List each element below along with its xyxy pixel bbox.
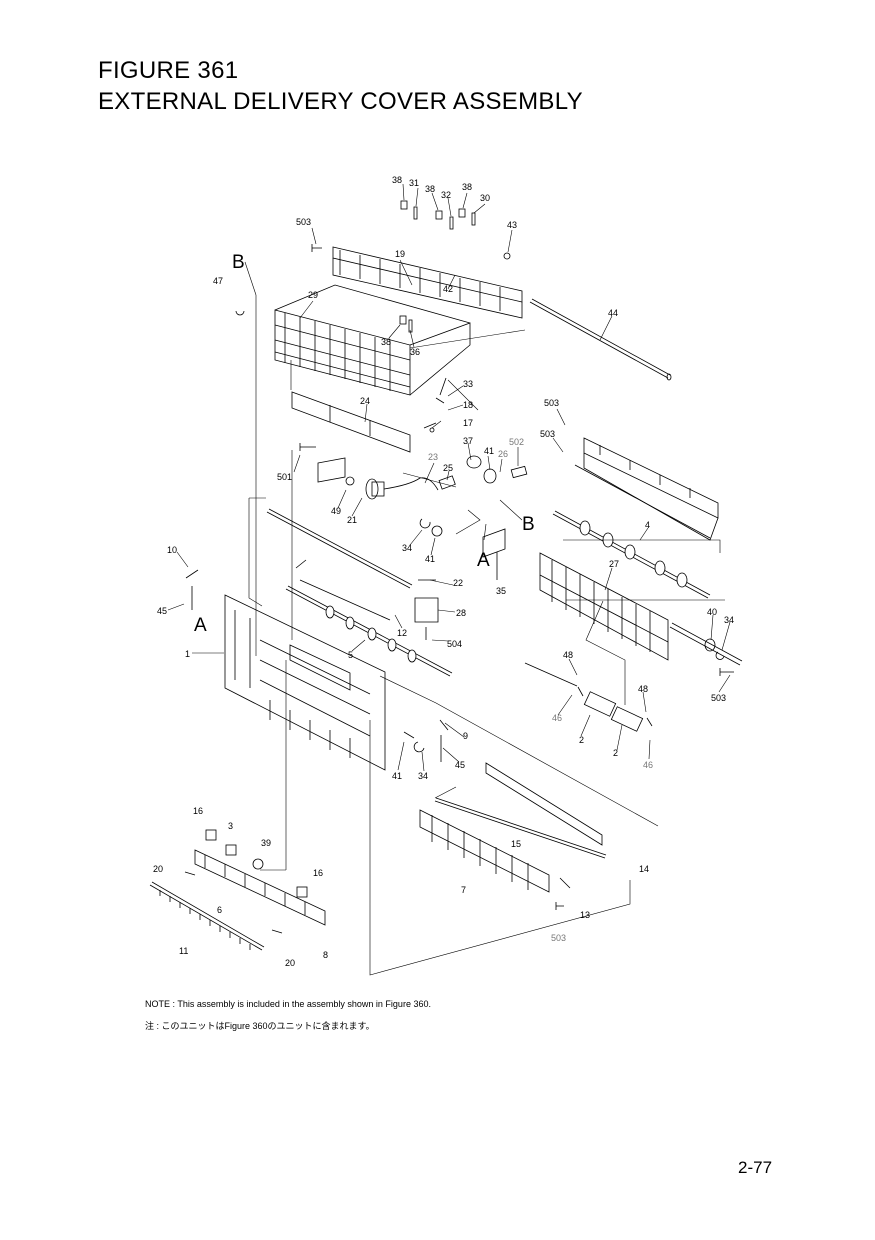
callout-34: 34 <box>724 615 734 625</box>
callout-21: 21 <box>347 515 357 525</box>
callout-30: 30 <box>480 193 490 203</box>
callout-34: 34 <box>402 543 412 553</box>
callout-48: 48 <box>563 650 573 660</box>
callout-4: 4 <box>645 520 650 530</box>
callout-17: 17 <box>463 418 473 428</box>
callout-503: 503 <box>296 217 311 227</box>
callout-43: 43 <box>507 220 517 230</box>
upper-guide-29 <box>274 284 471 396</box>
main-frame-1 <box>224 594 386 771</box>
callout-14: 14 <box>639 864 649 874</box>
callout-12: 12 <box>397 628 407 638</box>
callout-22: 22 <box>453 578 463 588</box>
rollers-2 <box>524 662 653 732</box>
callout-501: 501 <box>277 472 292 482</box>
callout-40: 40 <box>707 607 717 617</box>
callout-35: 35 <box>496 586 506 596</box>
callout-29: 29 <box>308 290 318 300</box>
callout-33: 33 <box>463 379 473 389</box>
connection-lines <box>244 261 725 976</box>
callout-26: 26 <box>498 449 508 459</box>
right-frame-top <box>574 437 719 541</box>
lower-left-assembly <box>149 829 326 951</box>
callout-1: 1 <box>185 649 190 659</box>
callout-20: 20 <box>285 958 295 968</box>
page-number: 2-77 <box>738 1158 773 1177</box>
figure-number: FIGURE 361 <box>98 57 239 84</box>
callout-46: 46 <box>552 713 562 723</box>
callout-3: 3 <box>228 821 233 831</box>
callout-32: 32 <box>441 190 451 200</box>
lower-guide-14 <box>419 762 607 910</box>
callout-7: 7 <box>461 885 466 895</box>
shaft-5 <box>285 585 453 677</box>
callout-38: 38 <box>425 184 435 194</box>
callout-24: 24 <box>360 396 370 406</box>
callout-19: 19 <box>395 249 405 259</box>
callout-B: B <box>522 514 535 535</box>
callout-13: 13 <box>580 910 590 920</box>
callout-11: 11 <box>179 946 188 956</box>
callout-46: 46 <box>643 760 653 770</box>
callout-36: 36 <box>410 347 420 357</box>
shaft-12 <box>266 508 439 640</box>
sheet-24 <box>291 391 411 453</box>
callout-16: 16 <box>193 806 203 816</box>
callout-47: 47 <box>213 276 223 286</box>
callout-503: 503 <box>540 429 555 439</box>
callout-9: 9 <box>463 731 468 741</box>
callout-45: 45 <box>455 760 465 770</box>
callout-38: 38 <box>381 337 391 347</box>
callout-42: 42 <box>443 284 453 294</box>
note-english: NOTE : This assembly is included in the … <box>145 999 431 1009</box>
callout-23: 23 <box>428 452 438 462</box>
callout-18: 18 <box>463 400 473 410</box>
callout-5: 5 <box>348 650 353 660</box>
callout-10: 10 <box>167 545 177 555</box>
roller-shaft-4 <box>552 510 711 599</box>
callout-28: 28 <box>456 608 466 618</box>
callout-34: 34 <box>418 771 428 781</box>
callout-41: 41 <box>425 554 435 564</box>
callout-16: 16 <box>313 868 323 878</box>
callout-503: 503 <box>551 933 566 943</box>
callout-38: 38 <box>392 175 402 185</box>
callout-31: 31 <box>409 178 419 188</box>
callout-A: A <box>194 615 207 636</box>
callout-49: 49 <box>331 506 341 516</box>
callout-8: 8 <box>323 950 328 960</box>
callout-39: 39 <box>261 838 271 848</box>
callout-25: 25 <box>443 463 453 473</box>
callout-41: 41 <box>484 446 494 456</box>
guide-27 <box>539 552 743 676</box>
callout-A: A <box>477 550 490 571</box>
callout-20: 20 <box>153 864 163 874</box>
callout-15: 15 <box>511 839 521 849</box>
left-parts-10-45 <box>185 569 449 762</box>
callout-leaders <box>167 183 731 772</box>
callout-502: 502 <box>509 437 524 447</box>
callout-41: 41 <box>392 771 402 781</box>
callout-504: 504 <box>447 639 462 649</box>
center-small-parts <box>299 377 528 580</box>
callout-2: 2 <box>579 735 584 745</box>
callout-6: 6 <box>217 905 222 915</box>
callout-503: 503 <box>711 693 726 703</box>
callout-B: B <box>232 252 245 273</box>
callout-503: 503 <box>544 398 559 408</box>
callout-2: 2 <box>613 748 618 758</box>
callout-48: 48 <box>638 684 648 694</box>
callout-37: 37 <box>463 436 473 446</box>
note-japanese: 注 : このユニットはFigure 360のユニットに含まれます。 <box>145 1021 375 1031</box>
callout-27: 27 <box>609 559 619 569</box>
rod-44 <box>529 298 672 381</box>
callout-38: 38 <box>462 182 472 192</box>
figure-title: EXTERNAL DELIVERY COVER ASSEMBLY <box>98 88 583 115</box>
callout-45: 45 <box>157 606 167 616</box>
guide-frame-19 <box>332 246 523 319</box>
callout-44: 44 <box>608 308 618 318</box>
